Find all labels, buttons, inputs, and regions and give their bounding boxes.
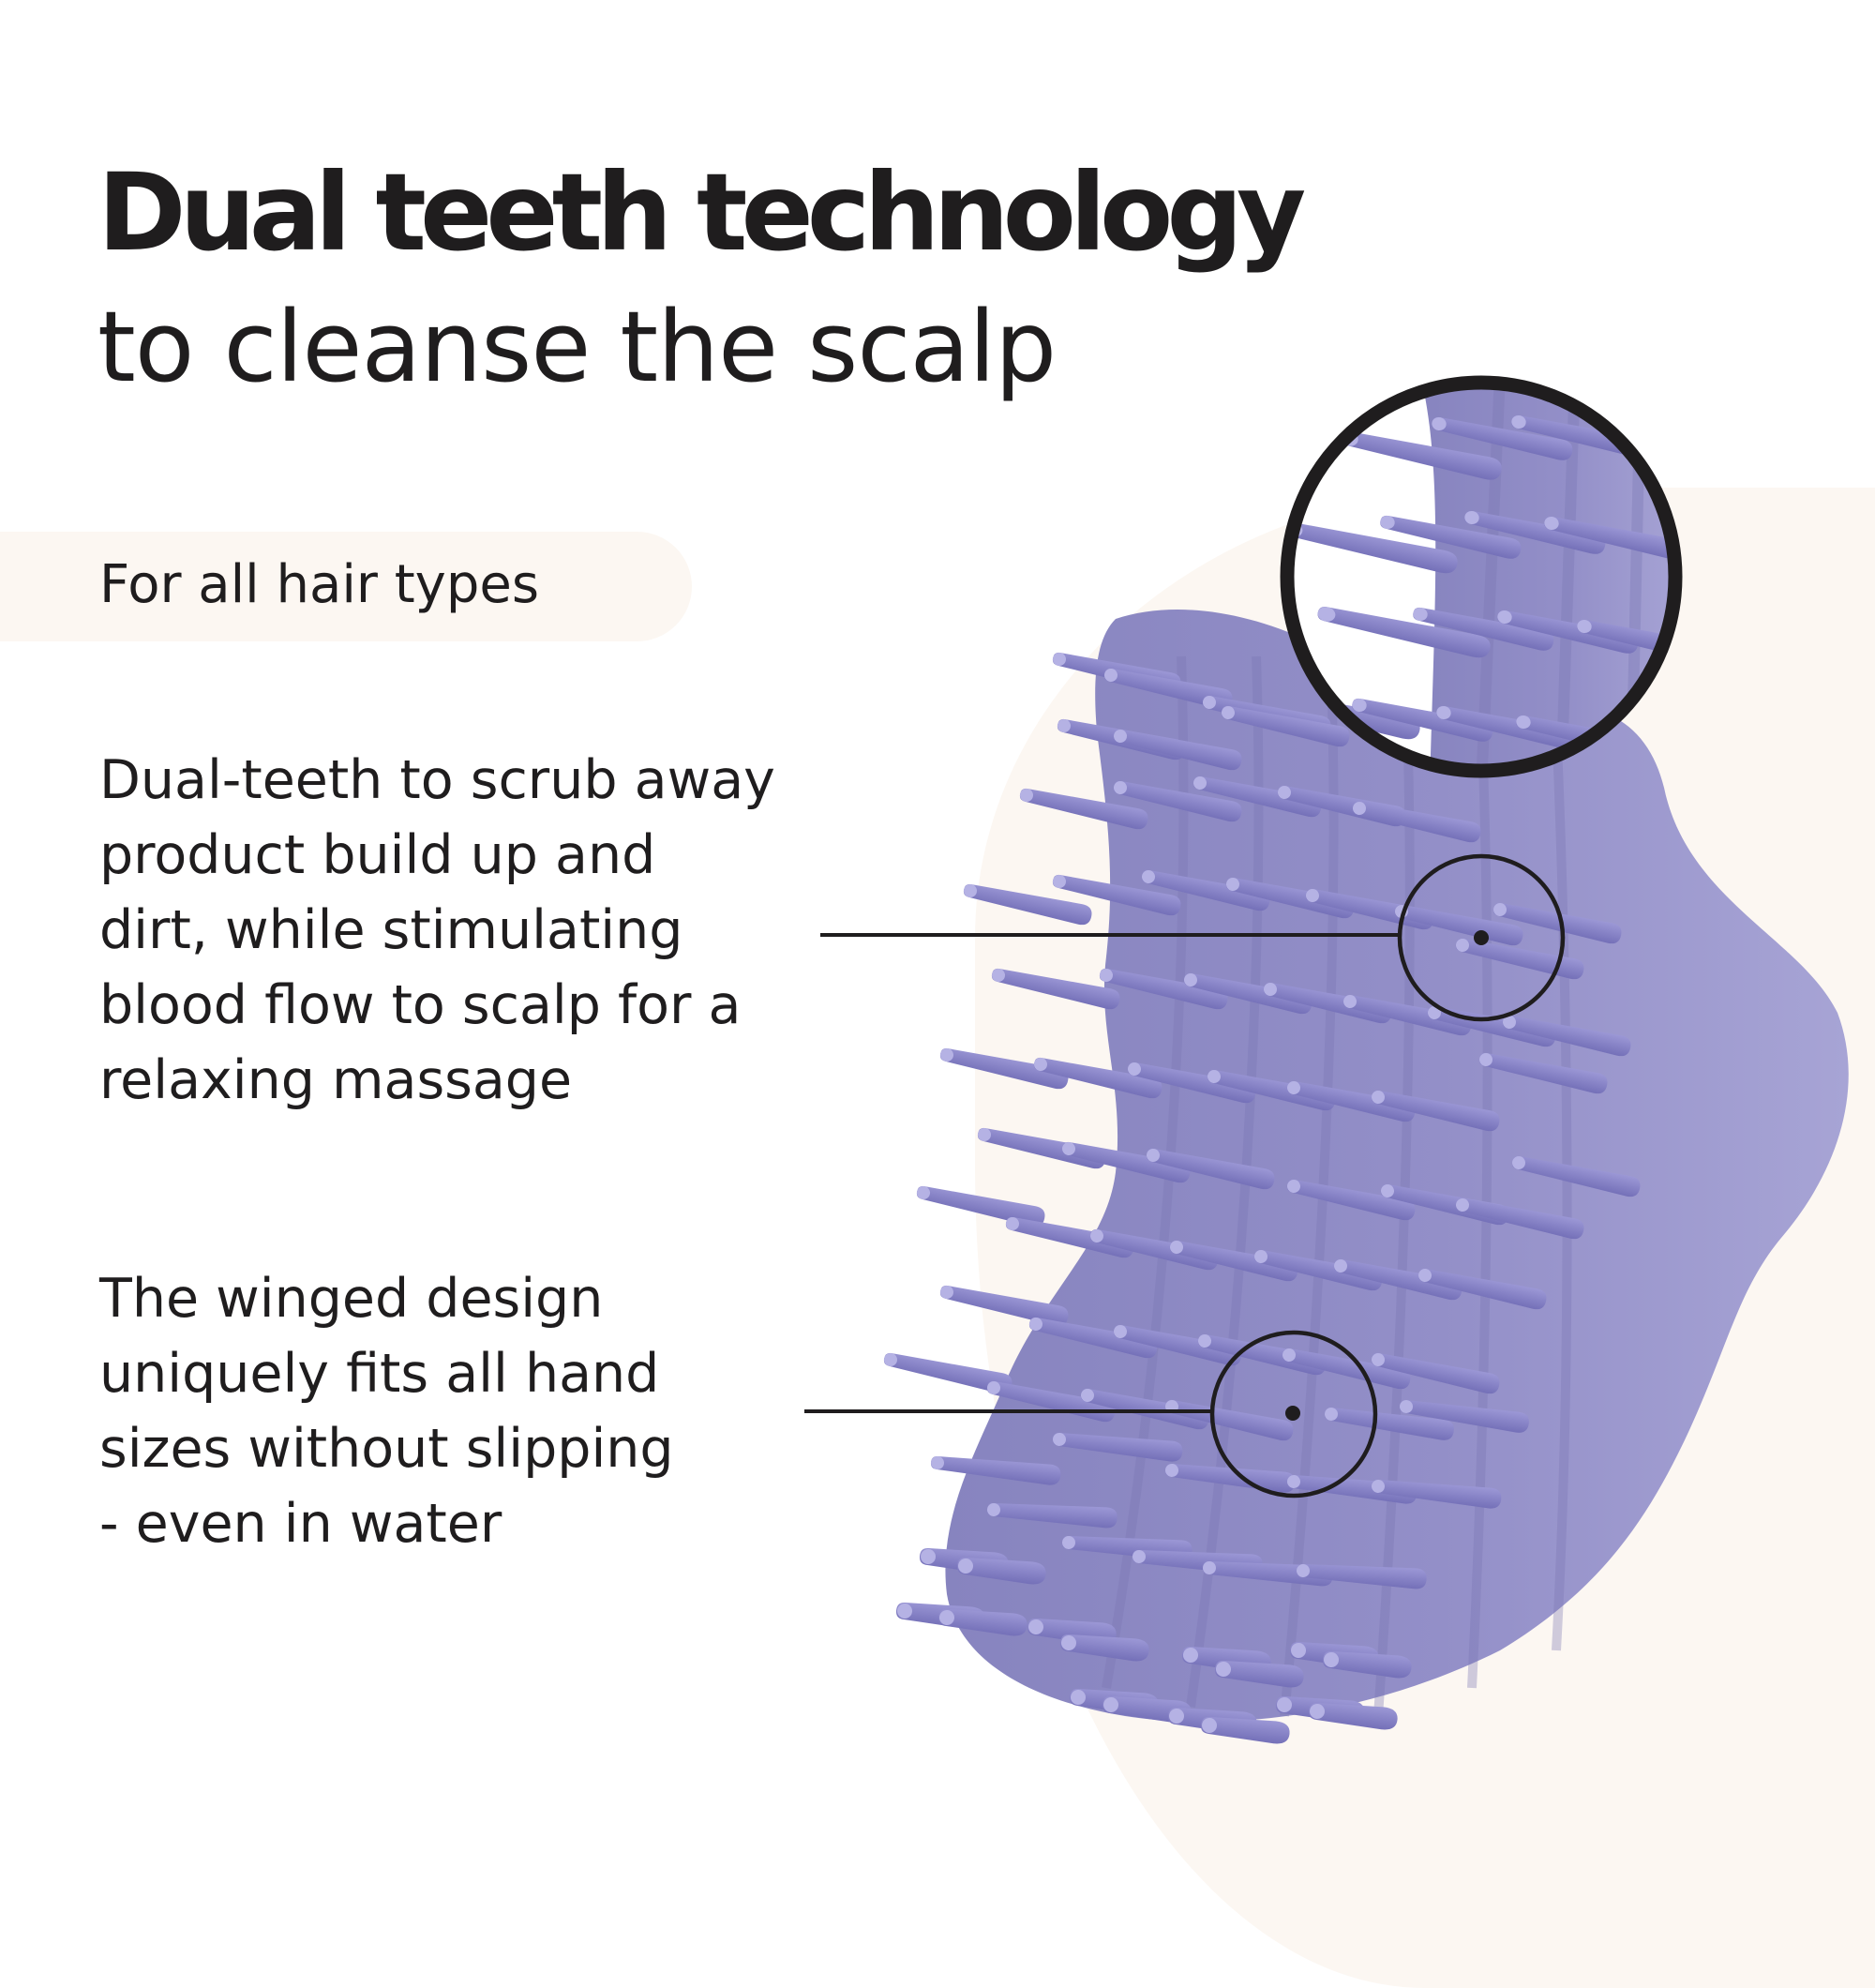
hair-types-badge-label: For all hair types	[99, 554, 539, 615]
feature-line: relaxing massage	[99, 1049, 573, 1111]
feature-dual-teeth: Dual-teeth to scrub away product build u…	[99, 743, 775, 1118]
feature-line: uniquely fits all hand	[99, 1343, 660, 1405]
feature-winged-design: The winged design uniquely fits all hand…	[99, 1261, 674, 1561]
feature-line: The winged design	[99, 1268, 604, 1330]
feature-line: blood flow to scalp for a	[99, 974, 742, 1036]
hair-types-badge	[0, 532, 692, 641]
feature-line: - even in water	[99, 1493, 502, 1555]
feature-line: Dual-teeth to scrub away	[99, 749, 775, 811]
brush-body	[945, 610, 1849, 1723]
magnifier-circle-icon	[1280, 375, 1683, 778]
headline-regular: to cleanse the scalp	[98, 290, 1057, 404]
feature-line: sizes without slipping	[99, 1418, 674, 1480]
feature-line: dirt, while stimulating	[99, 899, 683, 961]
headline-bold: Dual teeth technology	[98, 150, 1306, 275]
callout-winged-design	[804, 1330, 1378, 1499]
scalp-brush-illustration	[804, 375, 1849, 1745]
feature-line: product build up and	[99, 824, 656, 886]
callout-dual-teeth	[820, 853, 1566, 1022]
